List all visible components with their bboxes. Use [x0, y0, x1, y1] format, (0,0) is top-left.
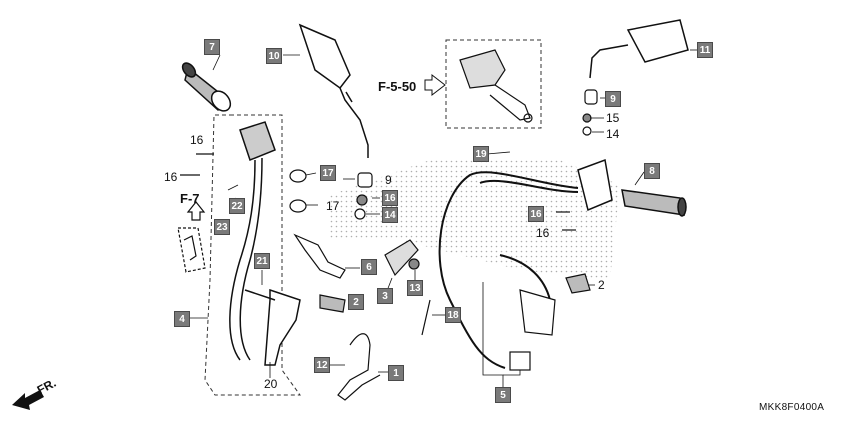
callout-21: 21 [254, 253, 270, 269]
callout-2-right: 2 [598, 278, 605, 292]
callout-3: 3 [377, 288, 393, 304]
callout-10: 10 [266, 48, 282, 64]
left-mirror [298, 23, 369, 158]
callout-15: 15 [606, 111, 620, 125]
callout-13: 13 [407, 280, 423, 296]
callout-14: 14 [382, 207, 398, 223]
brake-lever-assembly [459, 49, 533, 123]
right-mirror [589, 19, 689, 79]
right-switch-housing [577, 158, 687, 217]
left-grip [181, 62, 232, 112]
callout-5: 5 [495, 387, 511, 403]
callout-23: 23 [214, 219, 230, 235]
callout-9-left: 9 [385, 173, 392, 187]
f7-arrow [177, 201, 206, 273]
cables [438, 171, 579, 369]
small-parts [180, 89, 598, 270]
callout-12: 12 [314, 357, 330, 373]
callout-9: 9 [605, 91, 621, 107]
callout-19: 19 [473, 146, 489, 162]
callout-2: 2 [348, 294, 364, 310]
callout-14-right: 14 [606, 127, 620, 141]
callout-4: 4 [174, 311, 190, 327]
callout-17: 17 [320, 165, 336, 181]
callout-6: 6 [361, 259, 377, 275]
callout-8: 8 [644, 163, 660, 179]
callout-20: 20 [264, 377, 278, 391]
drawing-code: MKK8F0400A [759, 402, 825, 413]
f5-50-arrow [424, 73, 446, 97]
callout-17-lower: 17 [326, 199, 340, 213]
callout-7: 7 [204, 39, 220, 55]
leader-lines [190, 49, 697, 388]
callout-1: 1 [388, 365, 404, 381]
callout-16-left: 16 [164, 170, 178, 184]
reference-f7: F-7 [180, 191, 200, 206]
left-switch-assembly [229, 121, 301, 366]
handlebar-dotted-zone [330, 160, 620, 280]
callout-16-top: 16 [190, 133, 204, 147]
callout-16-right: 16 [528, 206, 544, 222]
callout-11: 11 [697, 42, 713, 58]
callout-22: 22 [229, 198, 245, 214]
left-switch-dashed-outline [204, 114, 301, 396]
f5-50-dashed-box [445, 39, 542, 129]
reference-f5-50: F-5-50 [378, 79, 417, 94]
callout-16-bottom: 16 [536, 226, 550, 240]
callout-16: 16 [382, 190, 398, 206]
callout-18: 18 [445, 307, 461, 323]
bracket-parts [293, 233, 591, 401]
fr-arrow [12, 390, 44, 410]
